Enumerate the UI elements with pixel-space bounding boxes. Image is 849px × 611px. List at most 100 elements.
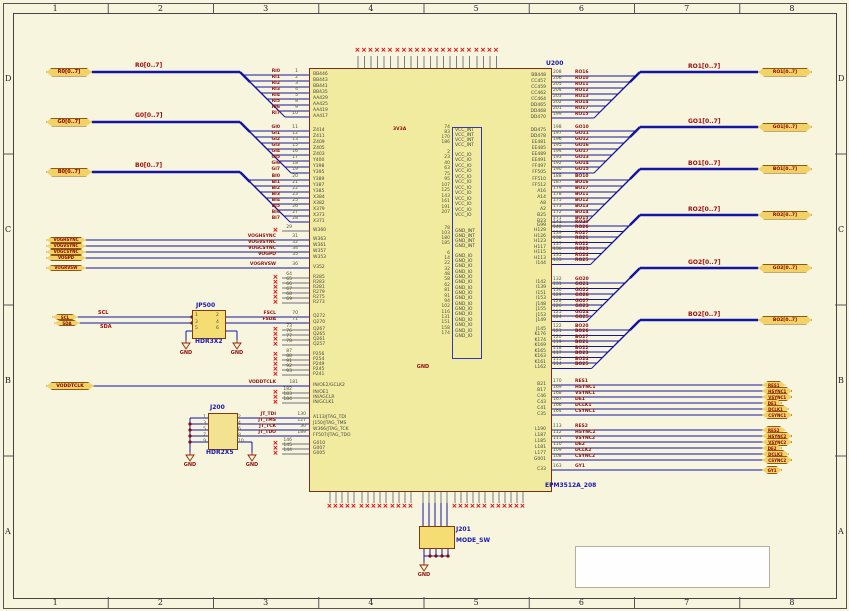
net-label: BO17 — [575, 185, 589, 191]
port-DE2[interactable]: DE2 — [762, 444, 782, 452]
pin-name: EE491 — [531, 157, 546, 163]
pin-name: W357 — [313, 248, 327, 254]
pin-name: EE485 — [531, 145, 546, 151]
j200-pin-number: 1 — [203, 414, 206, 420]
port-RES2[interactable]: RES2 — [762, 426, 786, 434]
pin-number: 34 — [292, 245, 298, 251]
net-label: BO25 — [575, 362, 589, 367]
pin-name: I142 — [536, 279, 546, 285]
port-RES1[interactable]: RES1 — [762, 381, 786, 389]
port-GO2[0..7][interactable]: GO2[0..7] — [758, 264, 812, 273]
port-GY1[interactable]: GY1 — [762, 466, 782, 474]
no-erc-marker: × — [272, 350, 279, 358]
pin-number: 143 — [441, 193, 450, 199]
pin-number: 109 — [553, 447, 562, 453]
pin-number: 69 — [286, 296, 292, 302]
port-CSYNC2[interactable]: CSYNC2 — [762, 456, 792, 464]
port-VODDTCLK[interactable]: VODDTCLK — [46, 382, 94, 390]
net-label: BI2 — [271, 185, 280, 191]
pin-number: 113 — [553, 423, 562, 429]
power-pin-name: VCC_IO — [455, 207, 472, 213]
pin-number: 122 — [553, 323, 562, 329]
net-label: GY1 — [575, 463, 585, 469]
connector-j201[interactable] — [419, 526, 455, 549]
port-SDA[interactable]: SDA — [54, 320, 80, 326]
port-G0[0..7][interactable]: G0[0..7] — [46, 118, 92, 127]
net-label: RO25 — [575, 258, 589, 263]
port-BO2[0..7][interactable]: BO2[0..7] — [758, 316, 812, 325]
pin-name: P249 — [313, 361, 325, 367]
net-label: VOGRVSW — [249, 261, 276, 267]
grid-col-label-bottom: 1 — [52, 598, 58, 607]
pin-name: IN/GCLK1 — [313, 399, 335, 405]
power-pin-name: VCC_IO — [455, 196, 472, 202]
pin-name: IN/AGCLR — [313, 394, 335, 400]
power-pin-name: VCC_IO — [455, 163, 472, 169]
port-VOGVSYNC[interactable]: VOGVSYNC — [46, 243, 86, 249]
pin-name: J150/JTAG_TMS — [313, 420, 347, 426]
pin-name: BB435 — [313, 89, 328, 95]
cpld-body[interactable] — [309, 68, 552, 492]
pin-number: 133 — [553, 258, 562, 263]
grid-row-label-left: B — [5, 375, 11, 385]
pin-name: AA419 — [313, 107, 328, 113]
no-erc-marker: × — [493, 46, 499, 54]
port-R0[0..7][interactable]: R0[0..7] — [46, 68, 92, 77]
pin-name: K165 — [534, 348, 546, 354]
power-pin-name: VCC_IO — [455, 152, 472, 158]
net-label: BI7 — [271, 215, 280, 221]
port-VSYNC1[interactable]: VSYNC1 — [762, 393, 792, 401]
port-RO1[0..7][interactable]: RO1[0..7] — [758, 68, 812, 77]
pin-number: 40 — [444, 160, 450, 166]
port-DCLK1[interactable]: DCLK1 — [762, 405, 789, 413]
pin-name: H115 — [534, 250, 546, 256]
pin-number: 117 — [553, 351, 562, 356]
pin-name: J153 — [536, 312, 546, 318]
power-pin-name: GND_IO — [455, 312, 473, 318]
no-erc-marker: × — [401, 46, 407, 54]
port-HSYNC2[interactable]: HSYNC2 — [762, 432, 792, 440]
port-BO1[0..7][interactable]: BO1[0..7] — [758, 165, 812, 174]
net-label: RO10 — [575, 75, 589, 81]
no-erc-marker: × — [272, 439, 279, 447]
power-pin-name: VCC_IO — [455, 169, 472, 175]
port-HSYNC1[interactable]: HSYNC1 — [762, 387, 792, 395]
pin-number: 138 — [553, 236, 562, 241]
connector-jp500[interactable] — [192, 310, 226, 339]
port-GO1[0..7][interactable]: GO1[0..7] — [758, 123, 812, 132]
cpld-refdes[interactable]: U200 — [546, 60, 564, 67]
port-VSYNC2[interactable]: VSYNC2 — [762, 438, 792, 446]
port-DCLK2[interactable]: DCLK2 — [762, 450, 789, 458]
pin-number: 191 — [441, 204, 450, 210]
pin-name: K176 — [534, 332, 546, 338]
port-VOGRVSW[interactable]: VOGRVSW — [46, 265, 86, 271]
pin-name: R285 — [313, 274, 325, 280]
connector-j200[interactable] — [208, 413, 238, 450]
no-erc-marker: × — [272, 273, 279, 281]
port-B0[0..7][interactable]: B0[0..7] — [46, 168, 92, 177]
no-erc-marker: × — [401, 502, 408, 510]
pin-number: 130 — [297, 411, 306, 417]
no-erc-marker: × — [272, 360, 279, 368]
pin-number: 202 — [553, 99, 562, 105]
port-CSYNC1[interactable]: CSYNC1 — [762, 411, 792, 419]
jp500-pin-number: 6 — [216, 326, 219, 331]
port-VOGPD[interactable]: VOGPD — [46, 255, 86, 261]
port-VOGHSYNC[interactable]: VOGHSYNC — [46, 237, 86, 243]
pin-number: 91 — [444, 293, 450, 299]
pin-number: 190 — [553, 166, 562, 172]
grid-row-label-left: C — [5, 224, 12, 234]
net-label: DE1 — [575, 396, 585, 402]
j200-pin-number: 5 — [203, 426, 206, 432]
bus-label: GO1[0..7] — [688, 118, 721, 125]
net-label: RI3 — [271, 86, 280, 92]
bus-label: B0[0..7] — [135, 162, 163, 169]
port-VOGCSYNC[interactable]: VOGCSYNC — [46, 249, 86, 255]
port-SCL[interactable]: SCL — [52, 314, 78, 320]
pin-number: 68 — [286, 291, 292, 297]
no-erc-marker: × — [481, 502, 488, 510]
port-DE1[interactable]: DE1 — [762, 399, 782, 407]
pin-number: 10 — [292, 110, 298, 116]
port-RO2[0..7][interactable]: RO2[0..7] — [758, 211, 812, 220]
no-erc-marker: × — [272, 388, 279, 396]
